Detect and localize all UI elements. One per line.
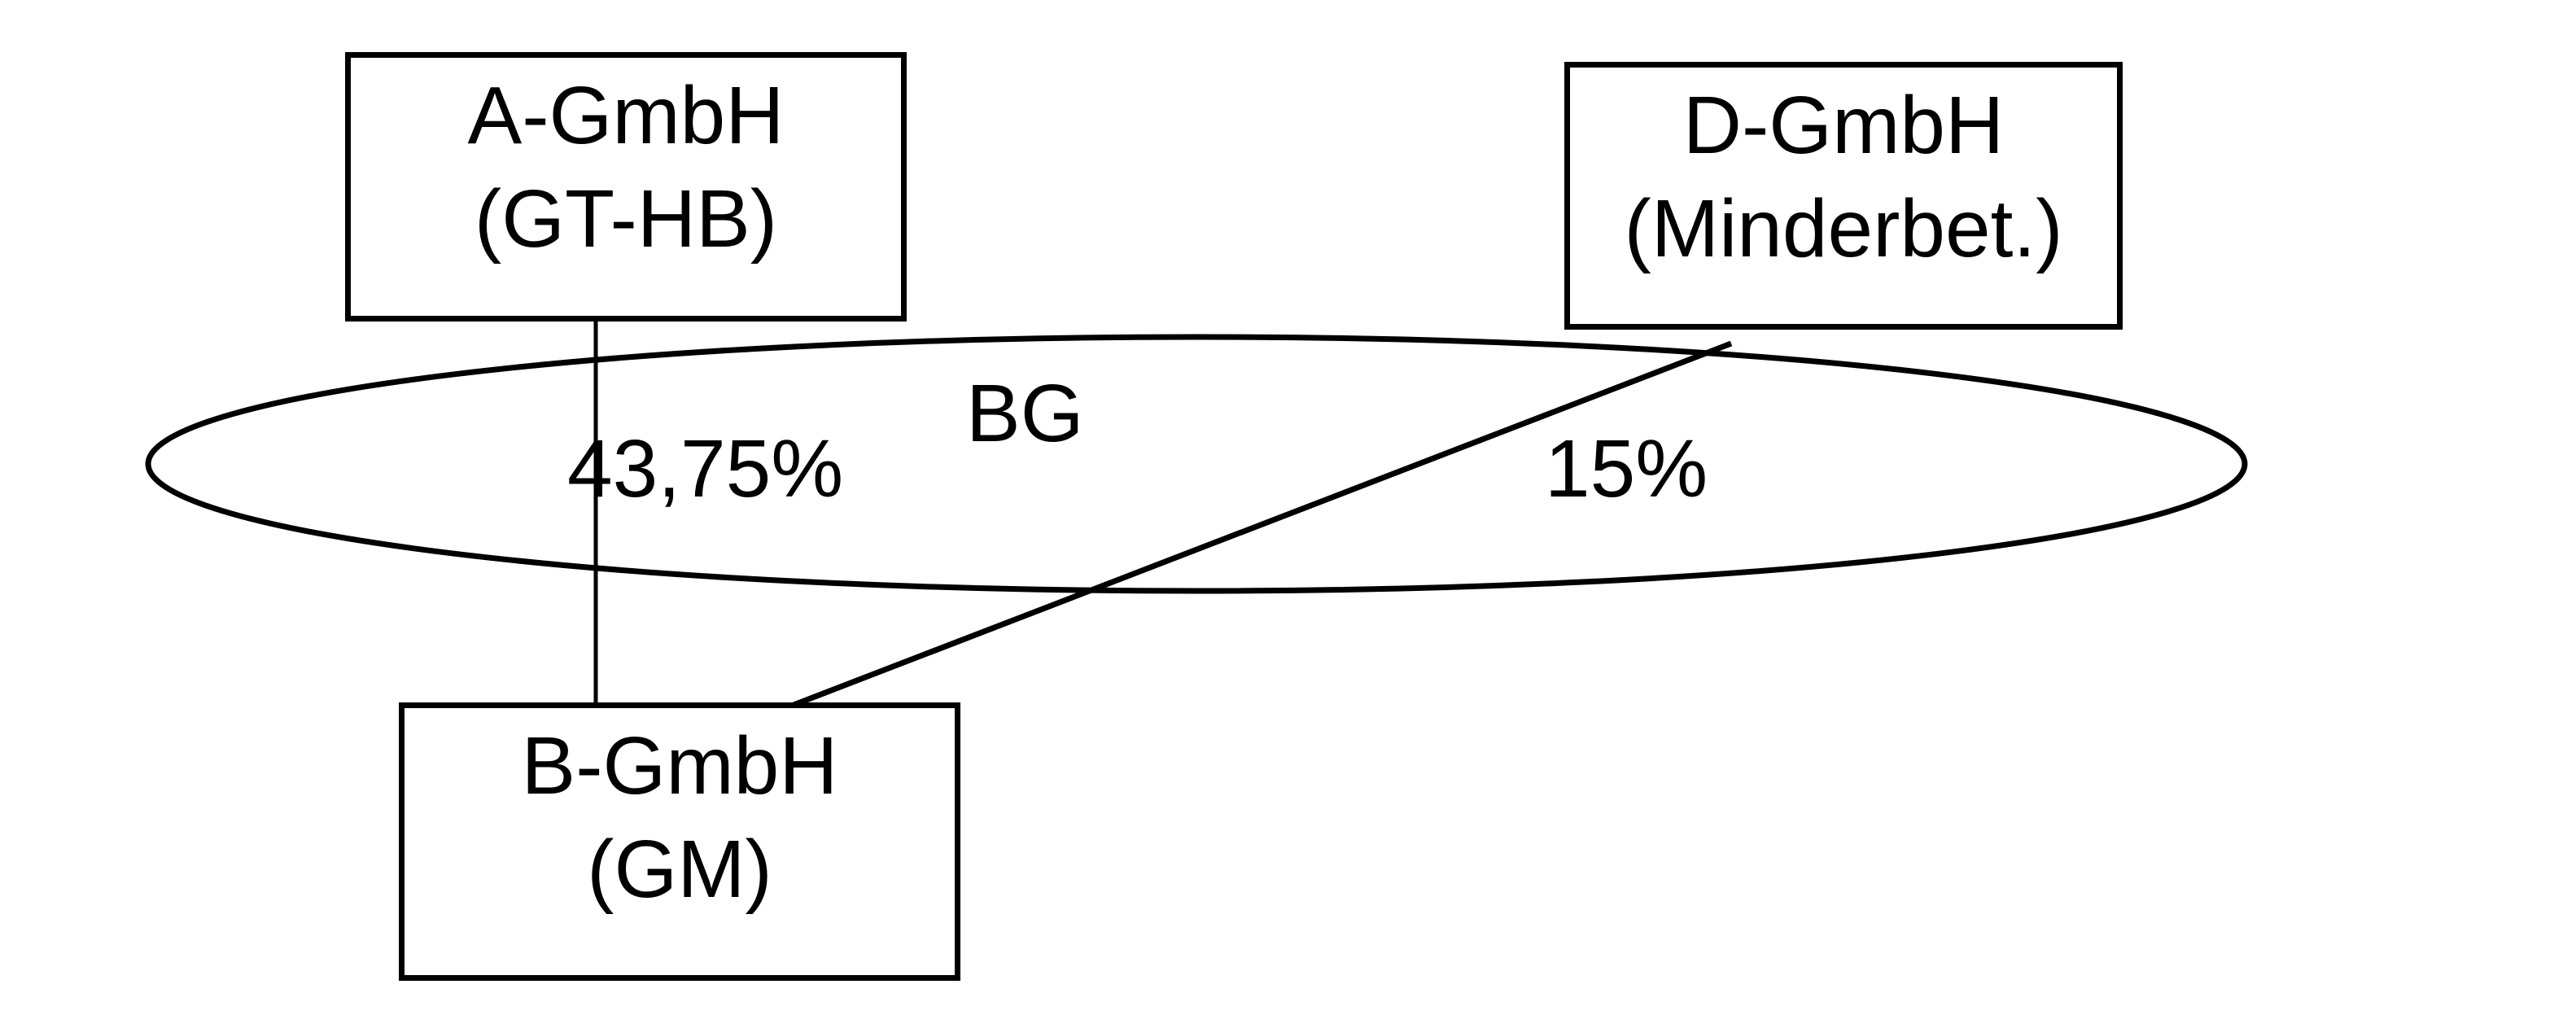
bg-group-ellipse	[145, 334, 2248, 594]
node-d-gmbh-sub: (Minderbet.)	[1624, 183, 2063, 274]
node-b-gmbh-sub: (GM)	[587, 824, 772, 915]
edge-a-to-b-percentage-label: 43,75%	[567, 423, 844, 514]
edge-d-to-b-line	[788, 340, 1733, 710]
node-d-gmbh-name: D-GmbH	[1682, 80, 2005, 171]
node-a-gmbh: A-GmbH (GT-HB)	[345, 52, 907, 322]
node-b-gmbh-name: B-GmbH	[521, 720, 838, 811]
node-b-gmbh: B-GmbH (GM)	[399, 702, 960, 981]
node-d-gmbh: D-GmbH (Minderbet.)	[1564, 62, 2123, 330]
node-a-gmbh-name: A-GmbH	[467, 70, 785, 161]
node-a-gmbh-sub: (GT-HB)	[474, 173, 778, 265]
bg-group-label: BG	[966, 368, 1084, 459]
edge-d-to-b-percentage-label: 15%	[1545, 423, 1708, 514]
